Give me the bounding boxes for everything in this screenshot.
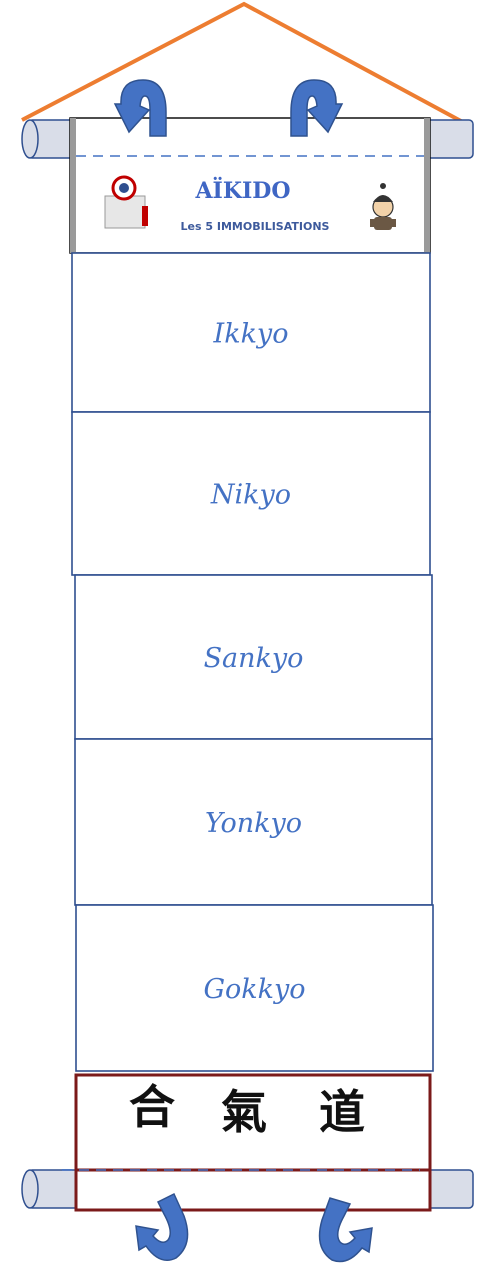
kanji-do: 道 xyxy=(319,1085,365,1139)
kanji-ki: 氣 xyxy=(221,1085,267,1139)
rotate-arrow-right-icon xyxy=(290,79,344,137)
header-panel: AÏKIDO Les 5 IMMOBILISATIONS xyxy=(69,117,431,254)
technique-panel xyxy=(74,574,433,740)
club-logo-icon xyxy=(104,175,148,229)
technique-label-yonkyo: Yonkyo xyxy=(205,808,302,839)
header-subtitle: Les 5 IMMOBILISATIONS xyxy=(181,220,330,233)
technique-label-sankyo: Sankyo xyxy=(204,643,304,674)
header-title: AÏKIDO xyxy=(194,176,290,204)
technique-panel xyxy=(74,738,433,906)
technique-panel xyxy=(75,904,434,1072)
roll-arrow-left-icon xyxy=(135,1192,189,1261)
technique-panel xyxy=(71,411,431,576)
technique-label-ikkyo: Ikkyo xyxy=(213,319,289,350)
hanger-string xyxy=(21,1,473,129)
roll-arrow-right-icon xyxy=(318,1197,373,1263)
rotate-arrow-left-icon xyxy=(113,79,167,137)
samurai-mascot-icon xyxy=(370,183,396,230)
technique-label-gokkyo: Gokkyo xyxy=(203,974,305,1005)
bottom-rod xyxy=(21,1168,474,1212)
technique-label-nikyo: Nikyo xyxy=(210,480,291,511)
kanji-ai: 合 xyxy=(129,1080,175,1134)
